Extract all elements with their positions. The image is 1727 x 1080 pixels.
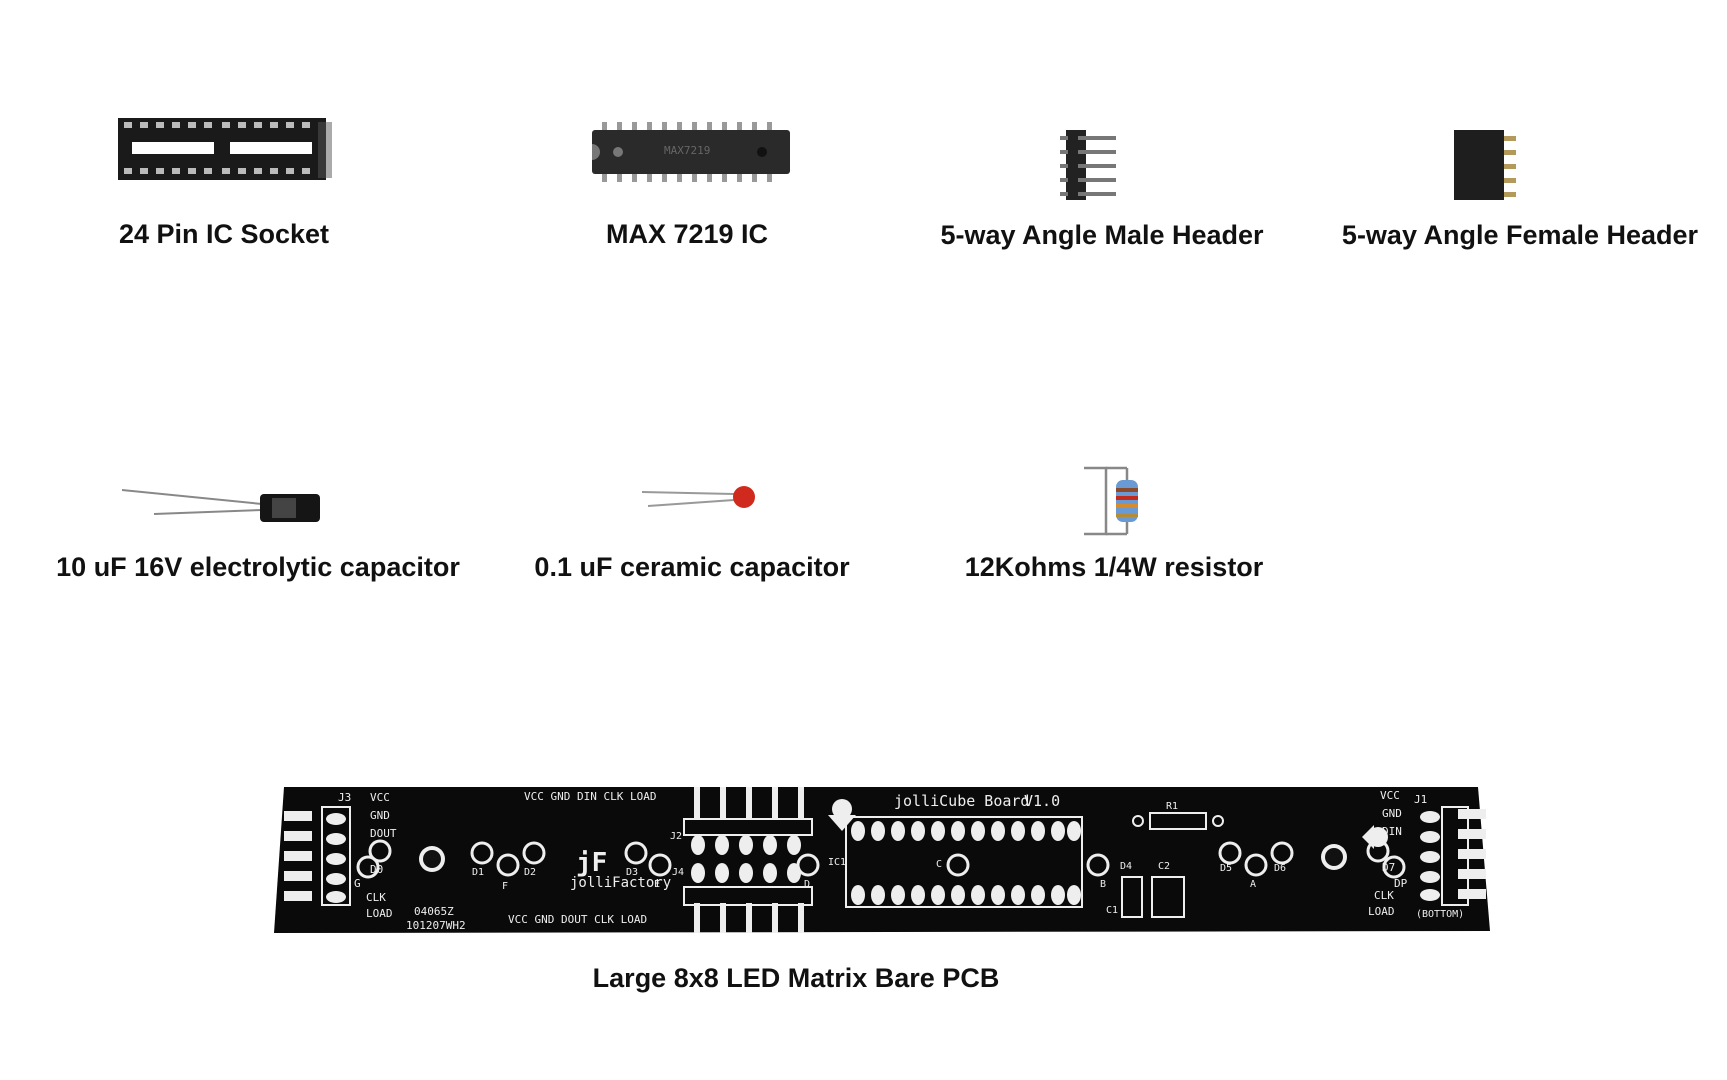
svg-text:G: G xyxy=(354,877,361,890)
female-header-image xyxy=(1454,130,1516,200)
svg-text:B: B xyxy=(1100,879,1106,890)
ceramic-label: 0.1 uF ceramic capacitor xyxy=(534,552,850,582)
resistor-image xyxy=(1084,466,1138,536)
svg-text:D7: D7 xyxy=(1382,861,1395,874)
electrolytic-capacitor-image xyxy=(122,489,320,522)
svg-text:R1: R1 xyxy=(1166,801,1178,812)
svg-text:D5: D5 xyxy=(1220,863,1232,874)
svg-text:V1.0: V1.0 xyxy=(1024,792,1060,810)
svg-text:MAX7219: MAX7219 xyxy=(664,144,710,157)
svg-text:101207WH2: 101207WH2 xyxy=(406,919,466,932)
svg-text:VCC: VCC xyxy=(1380,789,1400,802)
female-header-label: 5-way Angle Female Header xyxy=(1341,220,1699,250)
svg-text:DP: DP xyxy=(1394,877,1408,890)
svg-text:C1: C1 xyxy=(1106,905,1118,916)
male-header-image xyxy=(1060,130,1116,200)
svg-text:J1: J1 xyxy=(1414,793,1427,806)
svg-text:jolliFactory: jolliFactory xyxy=(570,875,671,891)
svg-text:DIN: DIN xyxy=(1382,825,1402,838)
svg-text:LOAD: LOAD xyxy=(366,907,393,920)
svg-text:IC1: IC1 xyxy=(828,857,846,868)
svg-text:E: E xyxy=(654,879,660,890)
svg-text:D: D xyxy=(804,879,810,890)
svg-text:F: F xyxy=(502,881,508,892)
svg-text:LOAD: LOAD xyxy=(1368,905,1395,918)
pcb-image: jolliCube Board V1.0 VCC GND DIN CLK LOA… xyxy=(274,787,1490,933)
svg-text:J2: J2 xyxy=(670,831,682,842)
svg-text:jolliCube Board: jolliCube Board xyxy=(894,792,1029,810)
ic-socket-image xyxy=(118,118,332,180)
ceramic-capacitor-image xyxy=(642,486,755,508)
svg-text:GND: GND xyxy=(1382,807,1402,820)
svg-text:D6: D6 xyxy=(1274,863,1286,874)
electrolytic-label: 10 uF 16V electrolytic capacitor xyxy=(56,552,460,582)
svg-text:CLK: CLK xyxy=(366,891,386,904)
svg-text:GND: GND xyxy=(370,809,390,822)
svg-text:D0: D0 xyxy=(370,863,383,876)
svg-text:jF: jF xyxy=(576,848,607,878)
max7219-label: MAX 7219 IC xyxy=(605,219,769,249)
max7219-chip-image: MAX7219 xyxy=(592,122,790,182)
svg-text:D3: D3 xyxy=(626,867,638,878)
svg-text:A: A xyxy=(1250,879,1256,890)
svg-text:VCC GND DIN CLK LOAD: VCC GND DIN CLK LOAD xyxy=(524,790,656,803)
svg-text:CLK: CLK xyxy=(1374,889,1394,902)
svg-text:DOUT: DOUT xyxy=(370,827,397,840)
svg-text:D1: D1 xyxy=(472,867,484,878)
ic-socket-label: 24 Pin IC Socket xyxy=(118,219,330,249)
resistor-label: 12Kohms 1/4W resistor xyxy=(964,552,1264,582)
svg-text:C: C xyxy=(936,859,942,870)
svg-text:D4: D4 xyxy=(1120,861,1132,872)
svg-text:VCC: VCC xyxy=(370,791,390,804)
svg-text:C2: C2 xyxy=(1158,861,1170,872)
male-header-label: 5-way Angle Male Header xyxy=(940,220,1264,250)
svg-text:J3: J3 xyxy=(338,791,351,804)
svg-text:(BOTTOM): (BOTTOM) xyxy=(1416,909,1464,920)
svg-text:VCC GND DOUT CLK LOAD: VCC GND DOUT CLK LOAD xyxy=(508,913,647,926)
svg-text:D2: D2 xyxy=(524,867,536,878)
pcb-label: Large 8x8 LED Matrix Bare PCB xyxy=(592,963,1000,993)
svg-text:04065Z: 04065Z xyxy=(414,905,454,918)
svg-text:J4: J4 xyxy=(672,867,684,878)
